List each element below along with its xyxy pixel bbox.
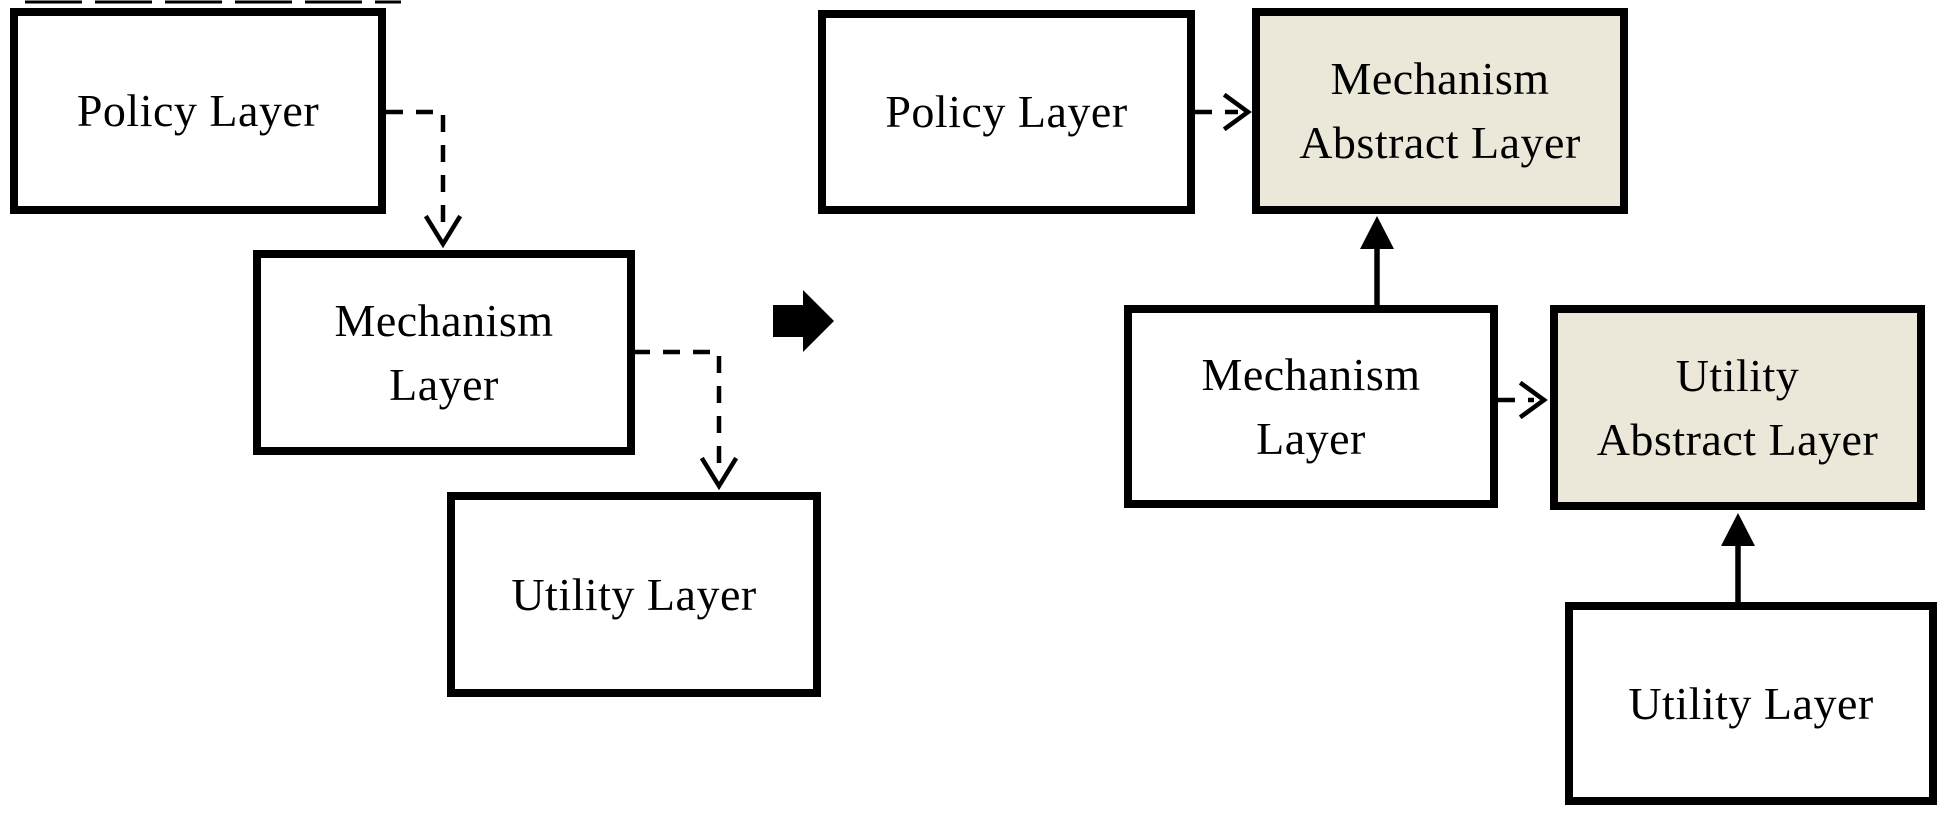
utility-abstract-layer-box: Utility Abstract Layer — [1550, 305, 1925, 510]
mechanism-abstract-layer-label: Mechanism Abstract Layer — [1299, 53, 1581, 168]
mechanism-layer-box-left: Mechanism Layer — [253, 250, 635, 455]
mechanism-layer-label-left: Mechanism Layer — [334, 294, 554, 410]
arrowhead-mechanism-to-utility-abstract — [1518, 380, 1548, 420]
arrowhead-mechanism-to-utility-left — [699, 456, 739, 491]
policy-layer-box-right: Policy Layer — [818, 10, 1195, 214]
utility-layer-box-left: Utility Layer — [447, 492, 821, 697]
big-right-arrow-icon — [773, 290, 834, 352]
dashed-connector-mechanism-to-utility-left — [633, 349, 722, 476]
arrowhead-mechanism-to-mechanism-abstract — [1360, 216, 1394, 249]
utility-layer-label-left: Utility Layer — [511, 568, 757, 620]
dashed-connector-policy-to-mechanism-left — [386, 109, 446, 234]
utility-abstract-layer-label: Utility Abstract Layer — [1596, 349, 1879, 465]
policy-layer-box-left: Policy Layer — [10, 8, 386, 214]
arrowhead-utility-to-utility-abstract — [1721, 513, 1755, 546]
mechanism-layer-label-right: Mechanism Layer — [1201, 348, 1421, 464]
arrowhead-policy-to-mechanism-abstract — [1222, 92, 1252, 132]
mechanism-abstract-layer-box: Mechanism Abstract Layer — [1252, 8, 1628, 214]
policy-layer-label-right: Policy Layer — [885, 86, 1128, 137]
mechanism-layer-box-right: Mechanism Layer — [1124, 305, 1498, 508]
utility-layer-label-right: Utility Layer — [1628, 677, 1874, 729]
arrowhead-policy-to-mechanism-left — [423, 214, 463, 249]
utility-layer-box-right: Utility Layer — [1565, 602, 1937, 805]
policy-layer-label-left: Policy Layer — [76, 85, 320, 136]
